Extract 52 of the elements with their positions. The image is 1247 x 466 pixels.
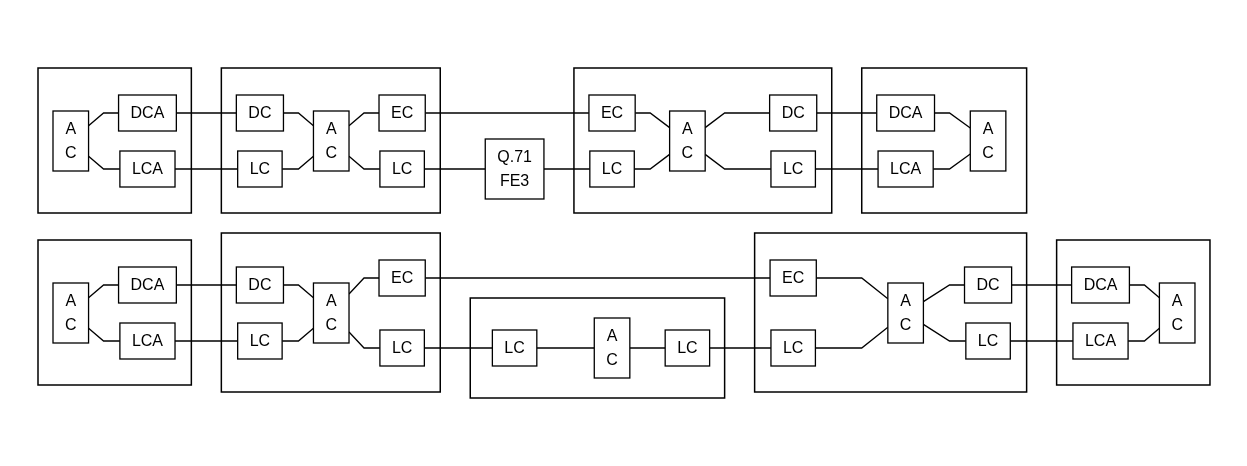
node-box: LC — [378, 150, 425, 188]
cluster — [220, 232, 441, 393]
node-box: DC — [768, 94, 817, 132]
connector — [922, 323, 966, 342]
node-box: A C — [593, 317, 630, 379]
cluster — [36, 67, 192, 214]
node-box: A C — [51, 110, 89, 172]
cluster — [572, 67, 832, 214]
node-box: LC — [964, 322, 1011, 360]
node-box: LCA — [118, 150, 176, 188]
node-box: LC — [236, 322, 283, 360]
node-box: LC — [588, 150, 635, 188]
cluster — [860, 67, 1027, 214]
node-box: A C — [969, 110, 1006, 172]
node-box: LCA — [876, 150, 934, 188]
node-box: LC — [491, 329, 537, 367]
node-box: DC — [963, 266, 1012, 304]
node-box: LCA — [1071, 322, 1129, 360]
connector — [814, 326, 888, 349]
node-box: EC — [377, 259, 426, 297]
cluster — [36, 239, 192, 386]
node-box: DCA — [875, 94, 935, 132]
node-box: LC — [769, 150, 816, 188]
connector — [634, 112, 670, 129]
cluster — [220, 67, 441, 214]
node-box: EC — [377, 94, 426, 132]
connector — [922, 284, 965, 303]
node-box: LC — [664, 329, 710, 367]
node-box: A C — [668, 110, 706, 172]
cluster — [1055, 239, 1211, 386]
node-box: A C — [1158, 282, 1196, 344]
node-box: A C — [312, 282, 350, 344]
node-box: A C — [51, 282, 89, 344]
node-box: EC — [768, 259, 817, 297]
node-box: A C — [886, 282, 924, 344]
node-box: Q.71 FE3 — [484, 138, 545, 200]
node-box: LC — [236, 150, 283, 188]
node-box: DC — [235, 266, 284, 304]
node-box: A C — [312, 110, 350, 172]
cluster — [469, 297, 725, 399]
connector — [815, 277, 888, 300]
node-box: LC — [769, 329, 816, 367]
connector — [633, 153, 670, 170]
node-box: DCA — [117, 94, 177, 132]
node-box: DCA — [117, 266, 177, 304]
node-box: LC — [378, 329, 425, 367]
node-box: EC — [587, 94, 636, 132]
node-box: DC — [235, 94, 284, 132]
node-box: DCA — [1070, 266, 1130, 304]
node-box: LCA — [118, 322, 176, 360]
connector — [704, 112, 770, 129]
cluster — [753, 232, 1027, 393]
